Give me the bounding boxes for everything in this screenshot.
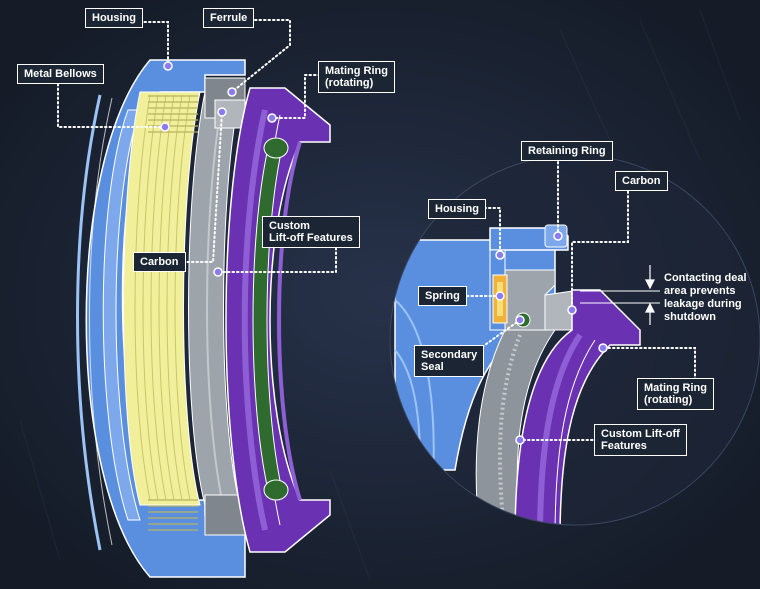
label-mating-ring-right: Mating Ring (rotating) <box>637 378 714 410</box>
note-arrows <box>580 265 660 325</box>
label-housing-right: Housing <box>428 199 486 219</box>
bellows-top-coils <box>148 95 198 531</box>
label-carbon-right: Carbon <box>615 171 668 191</box>
label-secondary-seal: Secondary Seal <box>414 345 485 377</box>
left-housing-inner-ring <box>102 109 141 521</box>
background-texture <box>19 9 741 581</box>
right-mating-ring <box>514 289 641 525</box>
leader-lines <box>57 19 696 441</box>
label-housing-left: Housing <box>85 8 143 28</box>
marker-dots <box>160 61 608 445</box>
label-carbon-left: Carbon <box>133 252 186 272</box>
label-spring: Spring <box>418 286 467 306</box>
label-lift-off-left: Custom Lift-off Features <box>262 216 360 248</box>
label-mating-ring-left: Mating Ring (rotating) <box>318 61 395 93</box>
left-seal-assembly <box>76 59 331 578</box>
left-metal-bellows <box>123 91 201 506</box>
label-lift-off-right: Custom Lift-off Features <box>594 424 687 456</box>
label-metal-bellows: Metal Bellows <box>17 64 104 84</box>
bellows-convolutions <box>134 94 191 501</box>
note-contacting-area: Contacting deal area prevents leakage du… <box>664 272 747 323</box>
label-retaining-ring: Retaining Ring <box>521 141 613 161</box>
left-housing-lip <box>76 94 102 551</box>
label-ferrule: Ferrule <box>203 8 255 28</box>
